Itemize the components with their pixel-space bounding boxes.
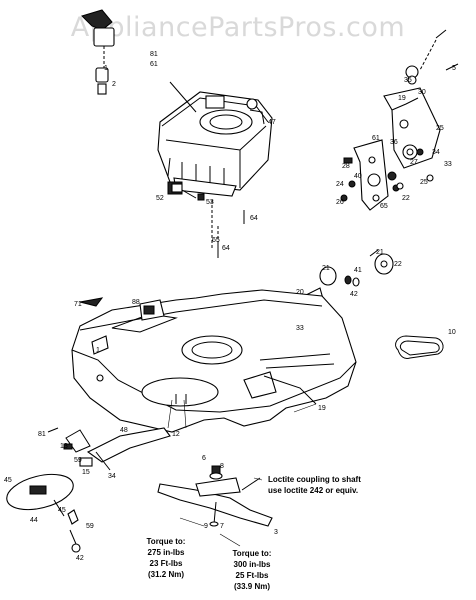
callout: 61 xyxy=(372,135,380,142)
drive-bracket xyxy=(340,63,459,211)
blade-assembly xyxy=(157,465,273,527)
svg-text:(31.2 Nm): (31.2 Nm) xyxy=(148,570,184,579)
mower-deck xyxy=(71,289,357,433)
primer-knob xyxy=(81,9,115,95)
callout: 53 xyxy=(206,199,214,206)
callout: 26 xyxy=(336,199,344,206)
callout: 25 xyxy=(436,125,444,132)
drive-belt xyxy=(395,335,444,359)
callout: 47 xyxy=(268,119,276,126)
engine xyxy=(157,81,273,197)
callout: 21 xyxy=(322,265,330,272)
leader-lines xyxy=(167,399,317,547)
callout: 12 xyxy=(172,431,180,438)
callout: 22 xyxy=(394,261,402,268)
callout: 48 xyxy=(120,427,128,434)
callout: 10 xyxy=(448,329,456,336)
callout: 33 xyxy=(444,161,452,168)
callout: 1 xyxy=(104,65,108,72)
callout: 1 xyxy=(96,347,100,354)
callout: 6 xyxy=(202,455,206,462)
callout-numbers: 1 2 81 61 64 65 47 52 53 64 35 5 30 19 6… xyxy=(4,51,456,562)
callout: 34 xyxy=(432,149,440,156)
callout: 59 xyxy=(74,457,82,464)
callout: 21 xyxy=(376,249,384,256)
callout: 64 xyxy=(250,215,258,222)
loctite-note: Loctite coupling to shaft use loctite 24… xyxy=(268,475,361,495)
callout: 20 xyxy=(296,289,304,296)
upper-bolt xyxy=(405,29,447,85)
callout: 65 xyxy=(212,237,220,244)
callout: 7 xyxy=(220,523,224,530)
callout: 30 xyxy=(418,89,426,96)
callout: 33 xyxy=(296,325,304,332)
callout: 24 xyxy=(336,181,344,188)
callout: 42 xyxy=(76,555,84,562)
torque-note-left: Torque to: 275 in-lbs 23 Ft-lbs (31.2 Nm… xyxy=(147,537,186,579)
svg-text:275 in-lbs: 275 in-lbs xyxy=(148,548,185,557)
callout: 8 xyxy=(220,463,224,470)
callout: 35 xyxy=(404,77,412,84)
callout: 71 xyxy=(74,301,82,308)
callout: 5 xyxy=(452,65,456,72)
callout: 59 xyxy=(86,523,94,530)
height-adjuster xyxy=(47,427,171,471)
callout: 65 xyxy=(380,203,388,210)
svg-text:25 Ft-lbs: 25 Ft-lbs xyxy=(236,571,269,580)
callout: 44 xyxy=(30,517,38,524)
torque-note-right: Torque to: 300 in-lbs 25 Ft-lbs (33.9 Nm… xyxy=(233,549,272,591)
svg-text:(33.9 Nm): (33.9 Nm) xyxy=(234,582,270,591)
deflector-chip xyxy=(79,297,104,307)
callout: 13 xyxy=(60,443,68,450)
wheel-cover xyxy=(6,473,81,553)
fuel-fitting xyxy=(171,183,205,201)
callout: 41 xyxy=(354,267,362,274)
callout: 15 xyxy=(82,469,90,476)
svg-text:Loctite coupling to shaft: Loctite coupling to shaft xyxy=(268,475,361,484)
callout: 25 xyxy=(420,179,428,186)
callout: 45 xyxy=(58,507,66,514)
callout: 19 xyxy=(318,405,326,412)
callout: 19 xyxy=(398,95,406,102)
callout: 45 xyxy=(4,477,12,484)
callout: 34 xyxy=(108,473,116,480)
callout: 3 xyxy=(274,529,278,536)
callout: 28 xyxy=(342,163,350,170)
callout: 42 xyxy=(350,291,358,298)
callout: 2 xyxy=(112,81,116,88)
svg-text:300 in-lbs: 300 in-lbs xyxy=(234,560,271,569)
watermark: AppliancePartsPros.com xyxy=(70,12,406,43)
callout: 22 xyxy=(402,195,410,202)
callout: 61 xyxy=(150,61,158,68)
callout: 88 xyxy=(132,299,140,306)
svg-text:23 Ft-lbs: 23 Ft-lbs xyxy=(150,559,183,568)
engine-bolts xyxy=(211,200,245,258)
callout: 52 xyxy=(156,195,164,202)
callout: 64 xyxy=(222,245,230,252)
callout: 9 xyxy=(204,523,208,530)
svg-text:use loctite 242 or equiv.: use loctite 242 or equiv. xyxy=(268,486,358,495)
callout: 81 xyxy=(38,431,46,438)
svg-text:Torque to:: Torque to: xyxy=(233,549,272,558)
callout: 27 xyxy=(410,159,418,166)
callout: 40 xyxy=(354,173,362,180)
svg-text:Torque to:: Torque to: xyxy=(147,537,186,546)
callout: 81 xyxy=(150,51,158,58)
callout: 36 xyxy=(390,139,398,146)
